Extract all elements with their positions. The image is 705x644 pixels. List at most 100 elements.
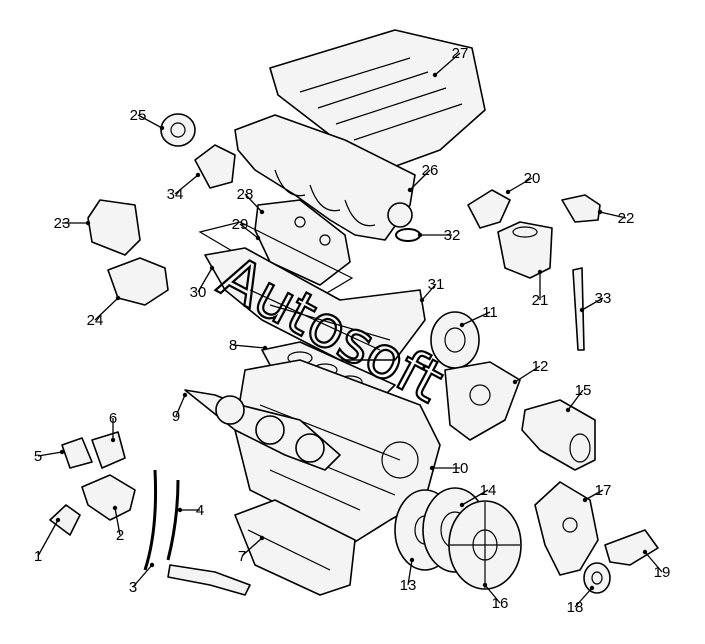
- leader-dot-13: [409, 557, 415, 563]
- leader-line-7: [241, 537, 263, 557]
- callout-17: 17: [595, 482, 612, 499]
- hydro-mount: [194, 144, 236, 189]
- mount-bushing: [583, 562, 611, 594]
- leader-dot-25: [159, 125, 165, 131]
- leader-dot-26: [407, 187, 413, 193]
- callout-21: 21: [532, 292, 549, 309]
- callout-28: 28: [237, 186, 254, 203]
- engine-mount-upper: [87, 199, 141, 256]
- callout-15: 15: [575, 382, 592, 399]
- callout-18: 18: [567, 599, 584, 616]
- leader-line-1: [37, 519, 59, 557]
- leader-dot-4: [177, 507, 183, 513]
- callout-19: 19: [654, 564, 671, 581]
- callout-7: 7: [238, 548, 246, 565]
- callout-32: 32: [444, 227, 461, 244]
- leader-line-20: [507, 177, 533, 193]
- callout-34: 34: [167, 186, 184, 203]
- leader-dot-11: [459, 322, 465, 328]
- leader-dot-9: [182, 392, 188, 398]
- callout-26: 26: [422, 162, 439, 179]
- leader-dot-29: [255, 235, 261, 241]
- leader-line-19: [644, 551, 663, 573]
- callout-9: 9: [172, 408, 180, 425]
- leader-dot-28: [259, 209, 265, 215]
- callout-33: 33: [595, 290, 612, 307]
- leader-line-29: [239, 223, 259, 239]
- leader-dot-34: [195, 172, 201, 178]
- engine-cover: [269, 29, 486, 171]
- callout-16: 16: [492, 595, 509, 612]
- callout-2: 2: [116, 527, 124, 544]
- torque-link: [604, 529, 659, 566]
- leader-line-17: [584, 489, 604, 501]
- intake-manifold: [234, 114, 416, 241]
- sensor-unit: [561, 194, 601, 223]
- leader-dot-30: [209, 265, 215, 271]
- return-pipe: [167, 564, 251, 596]
- callout-27: 27: [452, 45, 469, 62]
- leader-line-30: [197, 267, 213, 293]
- callout-4: 4: [196, 502, 204, 519]
- callout-25: 25: [130, 107, 147, 124]
- starter-motor: [521, 399, 596, 471]
- sensor-housing: [91, 431, 126, 469]
- leader-dot-1: [55, 517, 61, 523]
- leader-dot-8: [262, 345, 268, 351]
- leader-dot-21: [537, 269, 543, 275]
- callout-11: 11: [482, 304, 498, 321]
- leader-dot-33: [579, 307, 585, 313]
- callout-13: 13: [400, 577, 417, 594]
- leader-dot-16: [482, 582, 488, 588]
- callout-1: 1: [34, 548, 42, 565]
- leader-dot-15: [565, 407, 571, 413]
- leader-line-28: [244, 193, 263, 213]
- leader-dot-12: [512, 379, 518, 385]
- leader-dot-22: [597, 209, 603, 215]
- leader-lines: [37, 52, 663, 608]
- leader-dot-7: [259, 535, 265, 541]
- leader-line-22: [599, 211, 627, 219]
- water-pump-housing: [444, 361, 521, 441]
- dipstick: [572, 267, 585, 351]
- sensor-small: [61, 437, 93, 469]
- leader-line-14: [461, 489, 489, 506]
- tank-bracket: [467, 189, 511, 229]
- leader-dot-3: [149, 562, 155, 568]
- leader-dot-32: [417, 232, 423, 238]
- leader-line-31: [421, 283, 437, 301]
- engine-mount-bracket: [534, 481, 599, 576]
- coolant-hose: [143, 469, 158, 571]
- leader-dot-23: [85, 220, 91, 226]
- leader-line-2: [114, 507, 121, 536]
- callout-14: 14: [480, 482, 497, 499]
- callout-24: 24: [87, 312, 104, 329]
- leader-line-5: [37, 451, 63, 457]
- callout-8: 8: [229, 337, 237, 354]
- leader-line-25: [137, 114, 163, 129]
- leader-dot-5: [59, 449, 65, 455]
- cylinder-head-cover: [254, 199, 351, 286]
- leader-line-18: [574, 587, 593, 608]
- callout-23: 23: [54, 215, 71, 232]
- callout-30: 30: [190, 284, 207, 301]
- callout-22: 22: [618, 210, 635, 227]
- top-bush: [160, 113, 196, 147]
- leader-line-11: [461, 311, 491, 326]
- leader-line-26: [409, 169, 431, 191]
- leader-dot-17: [582, 497, 588, 503]
- leader-dot-2: [112, 505, 118, 511]
- leader-line-27: [434, 52, 461, 76]
- leader-dot-19: [642, 549, 648, 555]
- callout-20: 20: [524, 170, 541, 187]
- expansion-tank: [497, 221, 553, 279]
- leader-line-9: [175, 394, 186, 417]
- callout-31: 31: [428, 276, 445, 293]
- crankshaft: [184, 389, 341, 471]
- leader-dot-31: [419, 297, 425, 303]
- callout-5: 5: [34, 448, 42, 465]
- leader-dot-18: [589, 585, 595, 591]
- callout-10: 10: [452, 460, 469, 477]
- callout-6: 6: [109, 410, 117, 427]
